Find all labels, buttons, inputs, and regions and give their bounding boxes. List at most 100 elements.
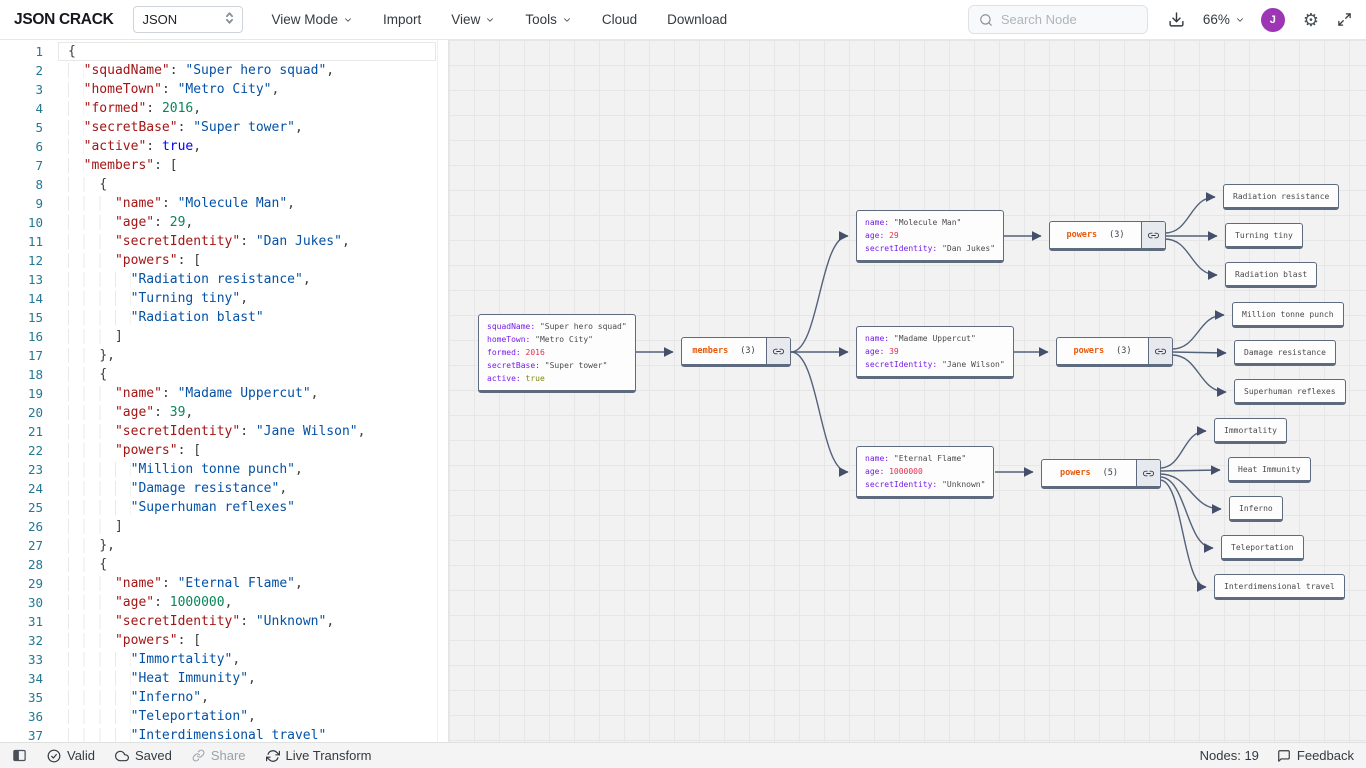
graph-edge <box>1171 347 1227 358</box>
line-code: ] <box>68 327 123 346</box>
graph-node-leaf[interactable]: Inferno <box>1229 496 1283 522</box>
menu-view[interactable]: View <box>451 12 495 27</box>
editor-line: 36 "Teleportation", <box>0 707 448 726</box>
graph-node-leaf[interactable]: Heat Immunity <box>1228 457 1311 483</box>
main-menu: View Mode Import View Tools Cloud Downlo… <box>271 12 727 27</box>
editor-line: 2 "squadName": "Super hero squad", <box>0 61 448 80</box>
graph-edge <box>1159 465 1221 476</box>
graph-node-leaf[interactable]: Damage resistance <box>1234 340 1336 366</box>
graph-canvas[interactable]: squadName: "Super hero squad"homeTown: "… <box>449 40 1366 742</box>
graph-node-parent[interactable]: powers(3) <box>1056 337 1173 367</box>
share-button[interactable]: Share <box>192 748 246 763</box>
valid-label: Valid <box>67 748 95 763</box>
editor-line: 18 { <box>0 365 448 384</box>
line-number: 2 <box>35 63 43 78</box>
expand-collapse-button[interactable] <box>1136 460 1160 486</box>
download-image-button[interactable] <box>1168 11 1185 28</box>
search-node-input[interactable] <box>1000 12 1131 27</box>
graph-node-parent[interactable]: powers(3) <box>1049 221 1166 251</box>
check-circle-icon <box>47 749 61 762</box>
editor-line: 33 "Immortality", <box>0 650 448 669</box>
line-number: 21 <box>27 424 43 439</box>
avatar[interactable]: J <box>1260 7 1285 32</box>
parent-label: powers(5) <box>1059 468 1119 478</box>
editor-line: 19 "name": "Madame Uppercut", <box>0 384 448 403</box>
live-transform-toggle[interactable]: Live Transform <box>265 748 372 763</box>
line-number: 23 <box>27 462 43 477</box>
feedback-button[interactable]: Feedback <box>1277 748 1354 763</box>
line-code: "Damage resistance", <box>68 479 287 498</box>
menu-download[interactable]: Download <box>667 12 727 27</box>
share-label: Share <box>210 748 246 763</box>
line-number: 19 <box>27 386 43 401</box>
graph-edge <box>1159 426 1207 469</box>
menu-tools[interactable]: Tools <box>525 12 572 27</box>
graph-node-leaf[interactable]: Radiation resistance <box>1223 184 1340 210</box>
settings-button[interactable]: ⚙ <box>1303 11 1319 29</box>
graph-node-leaf[interactable]: Million tonne punch <box>1232 302 1344 328</box>
editor-line: 4 "formed": 2016, <box>0 99 448 118</box>
feedback-icon <box>1278 749 1290 762</box>
line-code: { <box>68 365 107 384</box>
graph-node-parent[interactable]: members(3) <box>681 337 791 367</box>
zoom-level-dropdown[interactable]: 66% <box>1203 12 1245 27</box>
line-code: "name": "Molecule Man", <box>68 194 295 213</box>
graph-node-leaf[interactable]: Immortality <box>1214 418 1287 444</box>
line-code: { <box>68 44 76 59</box>
parent-label: members(3) <box>692 346 756 356</box>
format-select[interactable]: JSON <box>133 6 244 33</box>
line-number: 17 <box>27 348 43 363</box>
line-code: "formed": 2016, <box>68 99 201 118</box>
chevron-down-icon <box>1236 17 1243 22</box>
node-row: age: 29 <box>865 231 899 240</box>
line-code: "Radiation blast" <box>68 308 264 327</box>
node-row: secretBase: "Super tower" <box>487 361 608 370</box>
line-code: "active": true, <box>68 137 201 156</box>
line-number: 4 <box>35 101 43 116</box>
editor-line: 9 "name": "Molecule Man", <box>0 194 448 213</box>
toggle-editor-panel-button[interactable] <box>12 748 27 763</box>
line-code: "squadName": "Super hero squad", <box>68 61 334 80</box>
chevron-down-icon <box>345 17 351 22</box>
line-code: "Interdimensional travel" <box>68 726 326 742</box>
expand-collapse-button[interactable] <box>766 338 790 364</box>
line-number: 36 <box>27 709 43 724</box>
cloud-icon <box>114 750 129 761</box>
graph-node-parent[interactable]: powers(5) <box>1041 459 1161 489</box>
expand-collapse-button[interactable] <box>1148 338 1172 364</box>
expand-collapse-button[interactable] <box>1141 222 1165 248</box>
menu-cloud[interactable]: Cloud <box>602 12 637 27</box>
graph-edge <box>1171 354 1227 397</box>
search-node-box <box>967 5 1148 34</box>
editor-line: 5 "secretBase": "Super tower", <box>0 118 448 137</box>
line-code: "homeTown": "Metro City", <box>68 80 279 99</box>
line-number: 34 <box>27 671 43 686</box>
graph-edge <box>790 351 849 477</box>
editor-line: 25 "Superhuman reflexes" <box>0 498 448 517</box>
json-editor[interactable]: 1{2 "squadName": "Super hero squad",3 "h… <box>0 40 449 742</box>
graph-node-leaf[interactable]: Radiation blast <box>1225 262 1318 288</box>
node-row: active: true <box>487 374 545 383</box>
editor-line: 24 "Damage resistance", <box>0 479 448 498</box>
menu-import[interactable]: Import <box>383 12 421 27</box>
graph-node-leaf[interactable]: Teleportation <box>1221 535 1304 561</box>
editor-line: 28 { <box>0 555 448 574</box>
line-code: ] <box>68 517 123 536</box>
editor-line: 22 "powers": [ <box>0 441 448 460</box>
graph-node-leaf[interactable]: Turning tiny <box>1225 223 1303 249</box>
graph-node-leaf[interactable]: Interdimensional travel <box>1214 574 1345 600</box>
menu-view-mode[interactable]: View Mode <box>271 12 353 27</box>
line-number: 30 <box>27 595 43 610</box>
link-icon <box>192 749 205 762</box>
node-row: squadName: "Super hero squad" <box>487 322 627 331</box>
graph-node-leaf[interactable]: Superhuman reflexes <box>1234 379 1346 405</box>
feedback-label: Feedback <box>1296 748 1354 763</box>
graph-node-object[interactable]: squadName: "Super hero squad"homeTown: "… <box>478 314 636 393</box>
line-code: "Turning tiny", <box>68 289 248 308</box>
editor-scrollbar[interactable] <box>437 40 438 742</box>
toolbar: JSON CRACK JSON View Mode Import View To… <box>0 0 1366 40</box>
fullscreen-button[interactable] <box>1337 12 1352 27</box>
